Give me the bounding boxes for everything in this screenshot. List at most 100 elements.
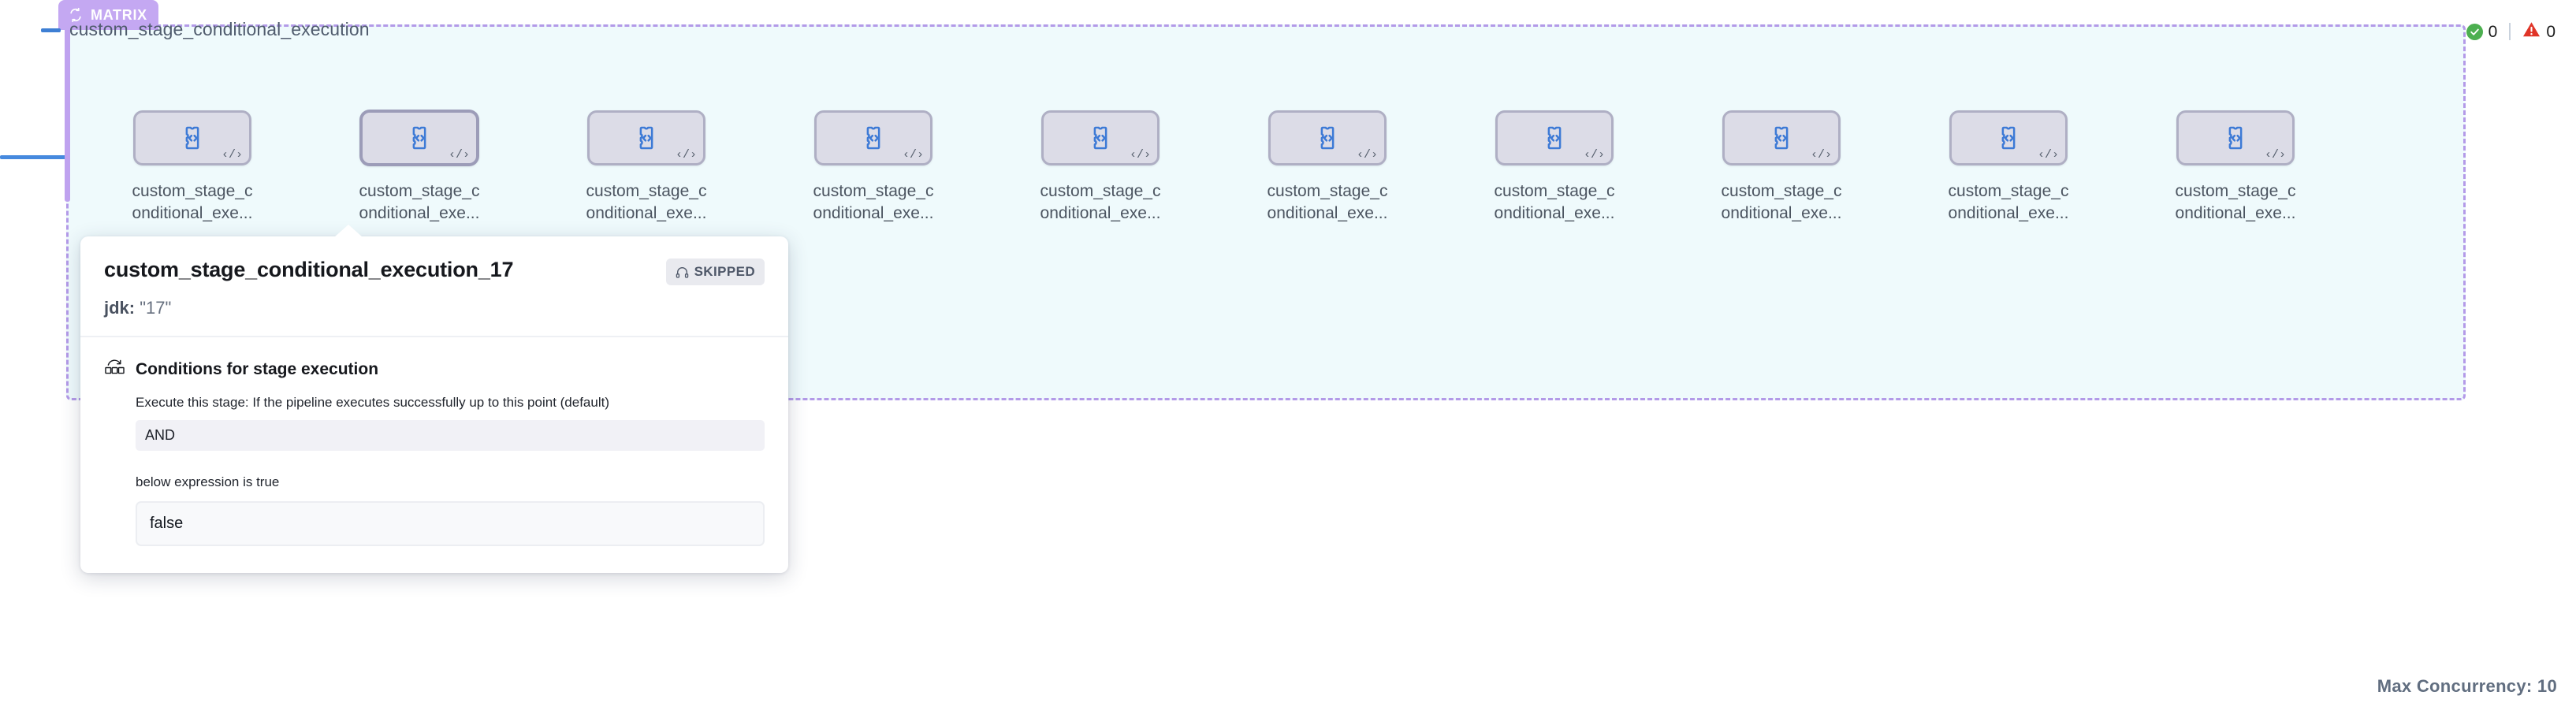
stage-node-label-line2: onditional_exe...: [1948, 204, 2069, 222]
custom-stage-code-icon: [1766, 123, 1796, 153]
stage-node-label: custom_stage_c onditional_exe...: [1707, 183, 1856, 221]
stage-node-button[interactable]: ‹/›: [1949, 110, 2068, 165]
custom-stage-code-icon: [1993, 123, 2023, 153]
custom-stage-code-icon: [2220, 123, 2250, 153]
success-count: 0: [2488, 22, 2498, 41]
code-brackets-icon: ‹/›: [2037, 148, 2059, 162]
matrix-node-1[interactable]: ‹/› custom_stage_c onditional_exe...: [341, 110, 498, 221]
warning-count: 0: [2546, 22, 2556, 41]
warning-status: 0: [2522, 21, 2556, 42]
stage-node-label-line1: custom_stage_c: [2175, 182, 2296, 200]
skipped-icon: [676, 266, 689, 278]
stage-node-label: custom_stage_c onditional_exe...: [571, 183, 721, 221]
code-brackets-icon: ‹/›: [1129, 148, 1151, 162]
stage-node-label-line2: onditional_exe...: [586, 204, 707, 222]
stage-node-label-line1: custom_stage_c: [1267, 182, 1388, 200]
stage-node-label-line2: onditional_exe...: [1267, 204, 1388, 222]
stage-node-button[interactable]: ‹/›: [814, 110, 932, 165]
code-brackets-icon: ‹/›: [448, 148, 470, 162]
matrix-node-row: ‹/› custom_stage_c onditional_exe... ‹/› cus…: [0, 110, 2576, 284]
stage-node-button[interactable]: ‹/›: [360, 110, 478, 165]
stage-node-label-line1: custom_stage_c: [1494, 182, 1615, 200]
stage-node-label-line2: onditional_exe...: [1721, 204, 1842, 222]
stage-node-button[interactable]: ‹/›: [587, 110, 705, 165]
matrix-node-9[interactable]: ‹/› custom_stage_c onditional_exe...: [2157, 110, 2314, 221]
matrix-node-8[interactable]: ‹/› custom_stage_c onditional_exe...: [1930, 110, 2087, 221]
matrix-node-3[interactable]: ‹/› custom_stage_c onditional_exe...: [795, 110, 952, 221]
stage-detail-popover: custom_stage_conditional_execution_17 SK…: [80, 225, 788, 573]
stage-node-button[interactable]: ‹/›: [1495, 110, 1614, 165]
expression-label: below expression is true: [136, 474, 280, 489]
code-brackets-icon: ‹/›: [221, 148, 243, 162]
matrix-axis-value: jdk: "17": [104, 298, 765, 318]
matrix-node-4[interactable]: ‹/› custom_stage_c onditional_exe...: [1022, 110, 1179, 221]
conditions-description: Execute this stage: If the pipeline exec…: [136, 395, 610, 410]
stage-node-label-line1: custom_stage_c: [132, 182, 253, 200]
stage-node-label: custom_stage_c onditional_exe...: [1934, 183, 2083, 221]
code-brackets-icon: ‹/›: [2264, 148, 2286, 162]
success-status: 0: [2466, 22, 2498, 41]
check-circle-icon: [2466, 23, 2483, 40]
matrix-left-edge-bar: [65, 23, 70, 202]
custom-stage-code-icon: [1312, 123, 1342, 153]
custom-stage-code-icon: [858, 123, 888, 153]
stage-node-label-line2: onditional_exe...: [2175, 204, 2296, 222]
code-brackets-icon: ‹/›: [1810, 148, 1832, 162]
conditional-execution-icon: [104, 358, 125, 381]
custom-stage-code-icon: [1085, 123, 1115, 153]
stage-node-label-line1: custom_stage_c: [1948, 182, 2069, 200]
status-counters: 0 0: [2466, 20, 2556, 43]
max-concurrency-label: Max Concurrency: 10: [2377, 676, 2557, 696]
stage-node-label-line1: custom_stage_c: [813, 182, 934, 200]
stage-node-label-line1: custom_stage_c: [1040, 182, 1161, 200]
status-divider: [2509, 23, 2511, 40]
loop-icon: [68, 7, 84, 23]
code-brackets-icon: ‹/›: [1583, 148, 1605, 162]
stage-node-label-line1: custom_stage_c: [359, 182, 480, 200]
stage-node-label-line2: onditional_exe...: [132, 204, 253, 222]
stage-node-button[interactable]: ‹/›: [1722, 110, 1841, 165]
matrix-node-2[interactable]: ‹/› custom_stage_c onditional_exe...: [568, 110, 725, 221]
stage-node-label-line1: custom_stage_c: [1721, 182, 1842, 200]
matrix-node-5[interactable]: ‹/› custom_stage_c onditional_exe...: [1249, 110, 1406, 221]
stage-node-label: custom_stage_c onditional_exe...: [344, 183, 494, 221]
incoming-connector-line: [0, 155, 73, 159]
collapse-toggle-minus-icon[interactable]: [41, 28, 61, 32]
matrix-chip[interactable]: MATRIX: [58, 0, 158, 30]
stage-node-label: custom_stage_c onditional_exe...: [1253, 183, 1402, 221]
matrix-node-6[interactable]: ‹/› custom_stage_c onditional_exe...: [1476, 110, 1633, 221]
stage-node-button[interactable]: ‹/›: [1268, 110, 1387, 165]
popover-header: custom_stage_conditional_execution_17 SK…: [80, 236, 788, 337]
conditions-operator: AND: [136, 420, 765, 451]
custom-stage-code-icon: [177, 123, 207, 153]
stage-node-button[interactable]: ‹/›: [133, 110, 251, 165]
stage-node-button[interactable]: ‹/›: [2176, 110, 2295, 165]
stage-node-button[interactable]: ‹/›: [1041, 110, 1160, 165]
popover-arrow: [334, 225, 363, 237]
custom-stage-code-icon: [631, 123, 661, 153]
matrix-group-title: custom_stage_conditional_execution: [69, 19, 370, 39]
custom-stage-code-icon: [404, 123, 434, 153]
expression-value: false: [136, 501, 765, 546]
stage-node-label-line2: onditional_exe...: [1494, 204, 1615, 222]
code-brackets-icon: ‹/›: [675, 148, 697, 162]
stage-node-label: custom_stage_c onditional_exe...: [1480, 183, 1629, 221]
matrix-node-7[interactable]: ‹/› custom_stage_c onditional_exe...: [1703, 110, 1860, 221]
popover-body: Conditions for stage execution Execute t…: [80, 337, 788, 573]
stage-node-label-line1: custom_stage_c: [586, 182, 707, 200]
status-badge: SKIPPED: [665, 258, 765, 285]
matrix-node-0[interactable]: ‹/› custom_stage_c onditional_exe...: [114, 110, 271, 221]
code-brackets-icon: ‹/›: [1356, 148, 1378, 162]
conditions-heading: Conditions for stage execution: [136, 359, 379, 378]
stage-node-label-line2: onditional_exe...: [813, 204, 934, 222]
stage-node-label-line2: onditional_exe...: [359, 204, 480, 222]
stage-node-label-line2: onditional_exe...: [1040, 204, 1161, 222]
stage-node-label: custom_stage_c onditional_exe...: [1026, 183, 1175, 221]
matrix-axis-key: jdk:: [104, 298, 136, 318]
popover-title: custom_stage_conditional_execution_17: [104, 258, 514, 281]
stage-node-label: custom_stage_c onditional_exe...: [798, 183, 948, 221]
matrix-axis-val: "17": [140, 298, 172, 318]
matrix-chip-label: MATRIX: [91, 6, 147, 23]
status-badge-label: SKIPPED: [694, 264, 755, 279]
